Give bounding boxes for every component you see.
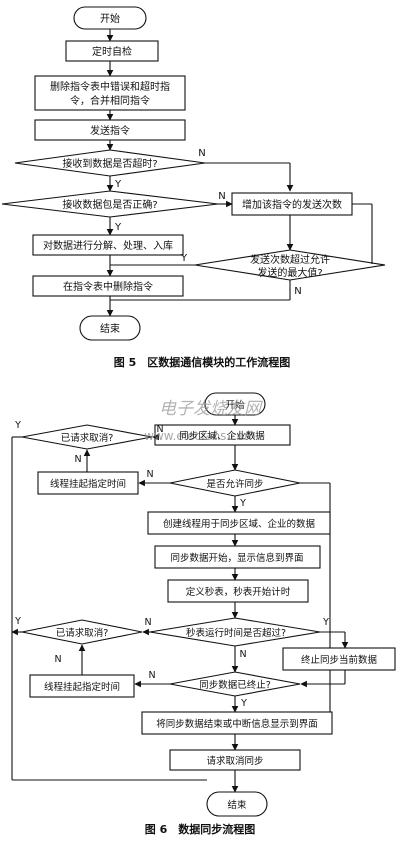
fig6-cancel-label-1: 已请求取消? xyxy=(61,432,114,444)
fig5-label-n-3: N xyxy=(294,286,301,297)
fig6-top-label: 同步区域、企业数据 xyxy=(179,430,265,442)
fig5-selfcheck-label: 定时自检 xyxy=(92,45,132,58)
fig6-start-label: 开始 xyxy=(225,399,245,411)
fig6-watermark-1: 电子发烧友网 xyxy=(159,399,263,419)
fig5-max-label-2: 发送的最大值? xyxy=(257,266,322,279)
fig5-end-node xyxy=(79,315,141,341)
fig5-send-label: 发送指令 xyxy=(90,124,130,137)
fig6-label-n-1: N xyxy=(156,424,163,435)
fig5-delete-label-2: 令，合并相同指令 xyxy=(70,94,150,107)
fig5-max-label-1: 发送次数超过允许 xyxy=(250,253,330,266)
fig6-label-n-6: N xyxy=(54,654,61,665)
fig5-increase-label: 增加该指令的发送次数 xyxy=(242,198,342,211)
fig5-selfcheck-box xyxy=(65,40,159,62)
fig6-label-n-2: N xyxy=(74,454,81,465)
fig6-end-node xyxy=(206,791,268,817)
fig5-remove-label: 在指令表中删除指令 xyxy=(63,280,153,293)
fig5-delete-label-1: 删除指令表中错误和超时指 xyxy=(50,80,170,93)
fig6-suspend-label-2: 线程挂起指定时间 xyxy=(44,681,120,693)
fig6-create-box xyxy=(147,511,331,535)
fig6-label-n-3: N xyxy=(146,469,153,480)
fig6-label-y-4: Y xyxy=(322,617,329,628)
fig5-label-y-3: Y xyxy=(180,253,188,264)
fig6-label-n-7: N xyxy=(148,670,155,681)
fig6-syncstart-box xyxy=(154,545,321,569)
fig6-diagram xyxy=(11,392,396,817)
fig6-label-y-5: Y xyxy=(240,698,247,709)
fig6-caption: 图 6 数据同步流程图 xyxy=(145,822,255,836)
fig6-label-y-2: Y xyxy=(239,498,246,509)
fig6-stopwatch-label: 定义秒表，秒表开始计时 xyxy=(186,586,291,598)
fig5-label-n-2: N xyxy=(218,191,225,202)
fig6-showend-box xyxy=(141,711,333,735)
fig5-end-label: 结束 xyxy=(100,322,120,335)
fig6-label-n-5: N xyxy=(239,649,246,660)
fig6-overtime-label: 秒表运行时间是否超过? xyxy=(186,627,286,639)
fig6-allow-label: 是否允许同步 xyxy=(206,478,263,490)
fig5-start-label: 开始 xyxy=(100,12,120,25)
fig5-label-y-1: Y xyxy=(114,179,122,190)
fig6-label-y-1: Y xyxy=(14,420,21,431)
fig6-label-y-3: Y xyxy=(14,616,21,627)
fig6-reqcancel-label: 请求取消同步 xyxy=(206,755,263,767)
fig6-syncstart-label: 同步数据开始，显示信息到界面 xyxy=(170,552,303,564)
fig6-suspend-box-1 xyxy=(37,471,139,495)
fig5-label-n-1: N xyxy=(198,148,205,159)
fig5-caption: 图 5 区数据通信模块的工作流程图 xyxy=(114,355,290,369)
fig6-cancel-decision-1 xyxy=(21,424,153,450)
fig5-process-box xyxy=(32,234,184,256)
fig5-correct-label: 接收数据包是否正确? xyxy=(62,198,157,211)
fig5-timeout-label: 接收到数据是否超时? xyxy=(62,157,157,170)
fig6-create-label: 创建线程用于同步区域、企业的数据 xyxy=(163,518,316,530)
fig6-showend-label: 将同步数据结束或中断信息显示到界面 xyxy=(156,718,318,730)
fig6-cancel-decision-2 xyxy=(21,619,143,645)
fig5-diagram xyxy=(1,6,386,341)
fig5-label-y-2: Y xyxy=(114,222,122,233)
fig6-watermark-2: www.elecfans.com xyxy=(144,429,256,443)
fig6-label-n-4: N xyxy=(144,617,151,628)
fig5-remove-box xyxy=(32,275,184,297)
fig6-stopped-label: 同步数据已终止? xyxy=(199,679,271,691)
fig6-stopwatch-box xyxy=(167,579,309,603)
fig6-terminate-label: 终止同步当前数据 xyxy=(301,654,378,666)
fig5-delete-box xyxy=(34,75,186,111)
fig6-terminate-box xyxy=(282,647,396,671)
fig6-suspend-label-1: 线程挂起指定时间 xyxy=(50,478,126,490)
fig6-suspend-box-2 xyxy=(29,674,135,698)
fig6-cancel-label-2: 已请求取消? xyxy=(56,627,109,639)
fig6-end-label: 结束 xyxy=(227,799,247,811)
fig5-process-label: 对数据进行分解、处理、入库 xyxy=(43,239,173,252)
